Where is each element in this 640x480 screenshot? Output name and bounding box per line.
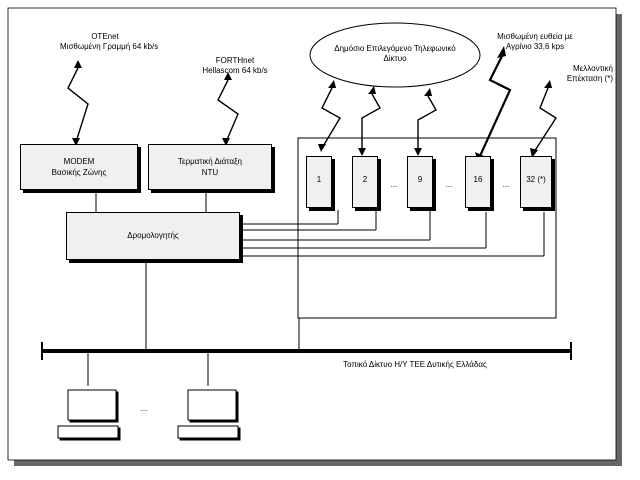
otenet-arrow-down-icon	[72, 138, 80, 146]
modem-port-16: 16	[465, 156, 491, 208]
router-label: Δρομολογητής	[127, 231, 179, 240]
otenet-arrow-up-icon	[74, 60, 82, 68]
otenet-label-line1: OTEnet	[91, 32, 119, 41]
agrinio-label-line1: Μισθωμένη ευθεία με	[497, 32, 573, 41]
ntu-box: Τερματική Διάταξη NTU	[148, 144, 272, 190]
modem-label-line1: MODEM	[63, 157, 95, 166]
forthnet-bolt-icon	[217, 79, 239, 143]
forthnet-label: FORTHnet Hellascom 64 kb/s	[180, 56, 290, 76]
ntu-label-line2: NTU	[201, 168, 219, 177]
ntu-label-line1: Τερματική Διάταξη	[178, 157, 242, 166]
future-bolt-icon	[533, 87, 557, 153]
pstn-port2-bolt-icon	[361, 93, 381, 152]
keyboard-icon	[57, 425, 119, 439]
ellipsis-3: ...	[502, 180, 510, 189]
port-label: 2	[362, 175, 368, 184]
modem-port-2: 2	[352, 156, 378, 208]
port-label: 32 (*)	[526, 175, 546, 184]
arrowheads	[72, 46, 552, 164]
lan-label: Τοπικό Δίκτυο Η/Υ ΤΕΕ Δυτικής Ελλάδας	[343, 360, 487, 369]
port-label: 1	[316, 175, 322, 184]
modem-box: MODEM Βασικής Ζώνης	[20, 144, 138, 190]
otenet-label-line2: Μισθωμένη Γραμμή 64 kb/s	[60, 42, 159, 51]
lightning-bolts	[67, 55, 557, 157]
connection-lines	[87, 190, 545, 386]
future-label: Μελλοντική Επέκταση (*)	[555, 64, 613, 84]
workstation-2	[177, 389, 239, 439]
otenet-label: OTEnet Μισθωμένη Γραμμή 64 kb/s	[60, 32, 159, 52]
forthnet-label-line2: Hellascom 64 kb/s	[202, 66, 268, 75]
modem-label-line2: Βασικής Ζώνης	[51, 168, 107, 177]
pstn-port1-bolt-icon	[321, 87, 341, 149]
ellipsis-2: ...	[445, 180, 453, 189]
port2-arrow-down-icon	[358, 148, 366, 156]
agrinio-arrow-up-icon	[497, 46, 506, 58]
forthnet-arrow-down-icon	[222, 138, 230, 146]
workstation-ellipsis: ...	[140, 404, 148, 413]
router-box: Δρομολογητής	[66, 212, 240, 260]
pstn-port9-bolt-icon	[417, 95, 437, 152]
port32-arrow-down-icon	[530, 148, 538, 158]
port1-arrow-down-icon	[318, 144, 326, 152]
pstn-ellipse	[309, 22, 481, 88]
pstn2-arrow-up-icon	[368, 86, 376, 94]
forthnet-label-line1: FORTHnet	[215, 56, 255, 65]
future-label-line1: Μελλοντική	[573, 64, 613, 73]
workstation-1	[57, 389, 119, 439]
modem-pool-enclosure	[297, 137, 557, 319]
agrinio-label: Μισθωμένη ευθεία με Αγρίνιο 33,6 kps	[480, 32, 590, 52]
pstn-label: Δημόσιο Επιλεγόμενο Τηλεφωνικό Δίκτυο	[310, 44, 480, 64]
modem-port-1: 1	[306, 156, 332, 208]
modem-port-32: 32 (*)	[520, 156, 552, 208]
pstn-label-line2: Δίκτυο	[383, 54, 407, 63]
modem-port-9: 9	[407, 156, 433, 208]
port-label: 9	[417, 175, 423, 184]
future-arrow-up-icon	[544, 80, 552, 88]
port9-arrow-down-icon	[414, 148, 422, 156]
forthnet-arrow-up-icon	[224, 72, 232, 80]
monitor-icon	[187, 389, 237, 421]
keyboard-icon	[177, 425, 239, 439]
otenet-bolt-icon	[67, 67, 89, 143]
agrinio-bolt-icon	[478, 55, 512, 157]
pstn-label-line1: Δημόσιο Επιλεγόμενο Τηλεφωνικό	[334, 44, 456, 53]
future-label-line2: Επέκταση (*)	[566, 74, 613, 83]
port-label: 16	[473, 175, 483, 184]
agrinio-label-line2: Αγρίνιο 33,6 kps	[505, 42, 565, 51]
pstn-arrow-up-icon	[328, 80, 336, 88]
monitor-icon	[67, 389, 117, 421]
ellipsis-1: ...	[390, 180, 398, 189]
pstn9-arrow-up-icon	[424, 88, 432, 96]
